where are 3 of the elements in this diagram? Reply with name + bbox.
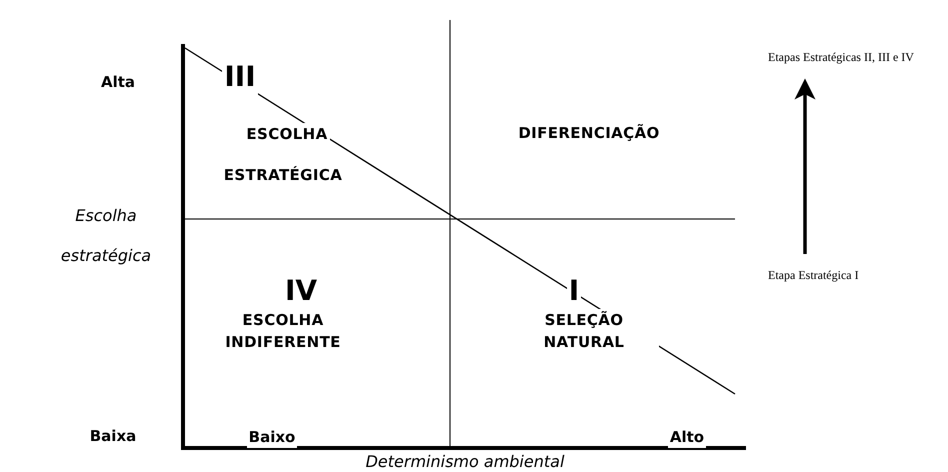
- stage-label: Etapas Estratégicas II, III e IV: [768, 48, 914, 66]
- stage-label: Etapa Estratégica I: [768, 266, 859, 284]
- arrow: [794, 78, 816, 254]
